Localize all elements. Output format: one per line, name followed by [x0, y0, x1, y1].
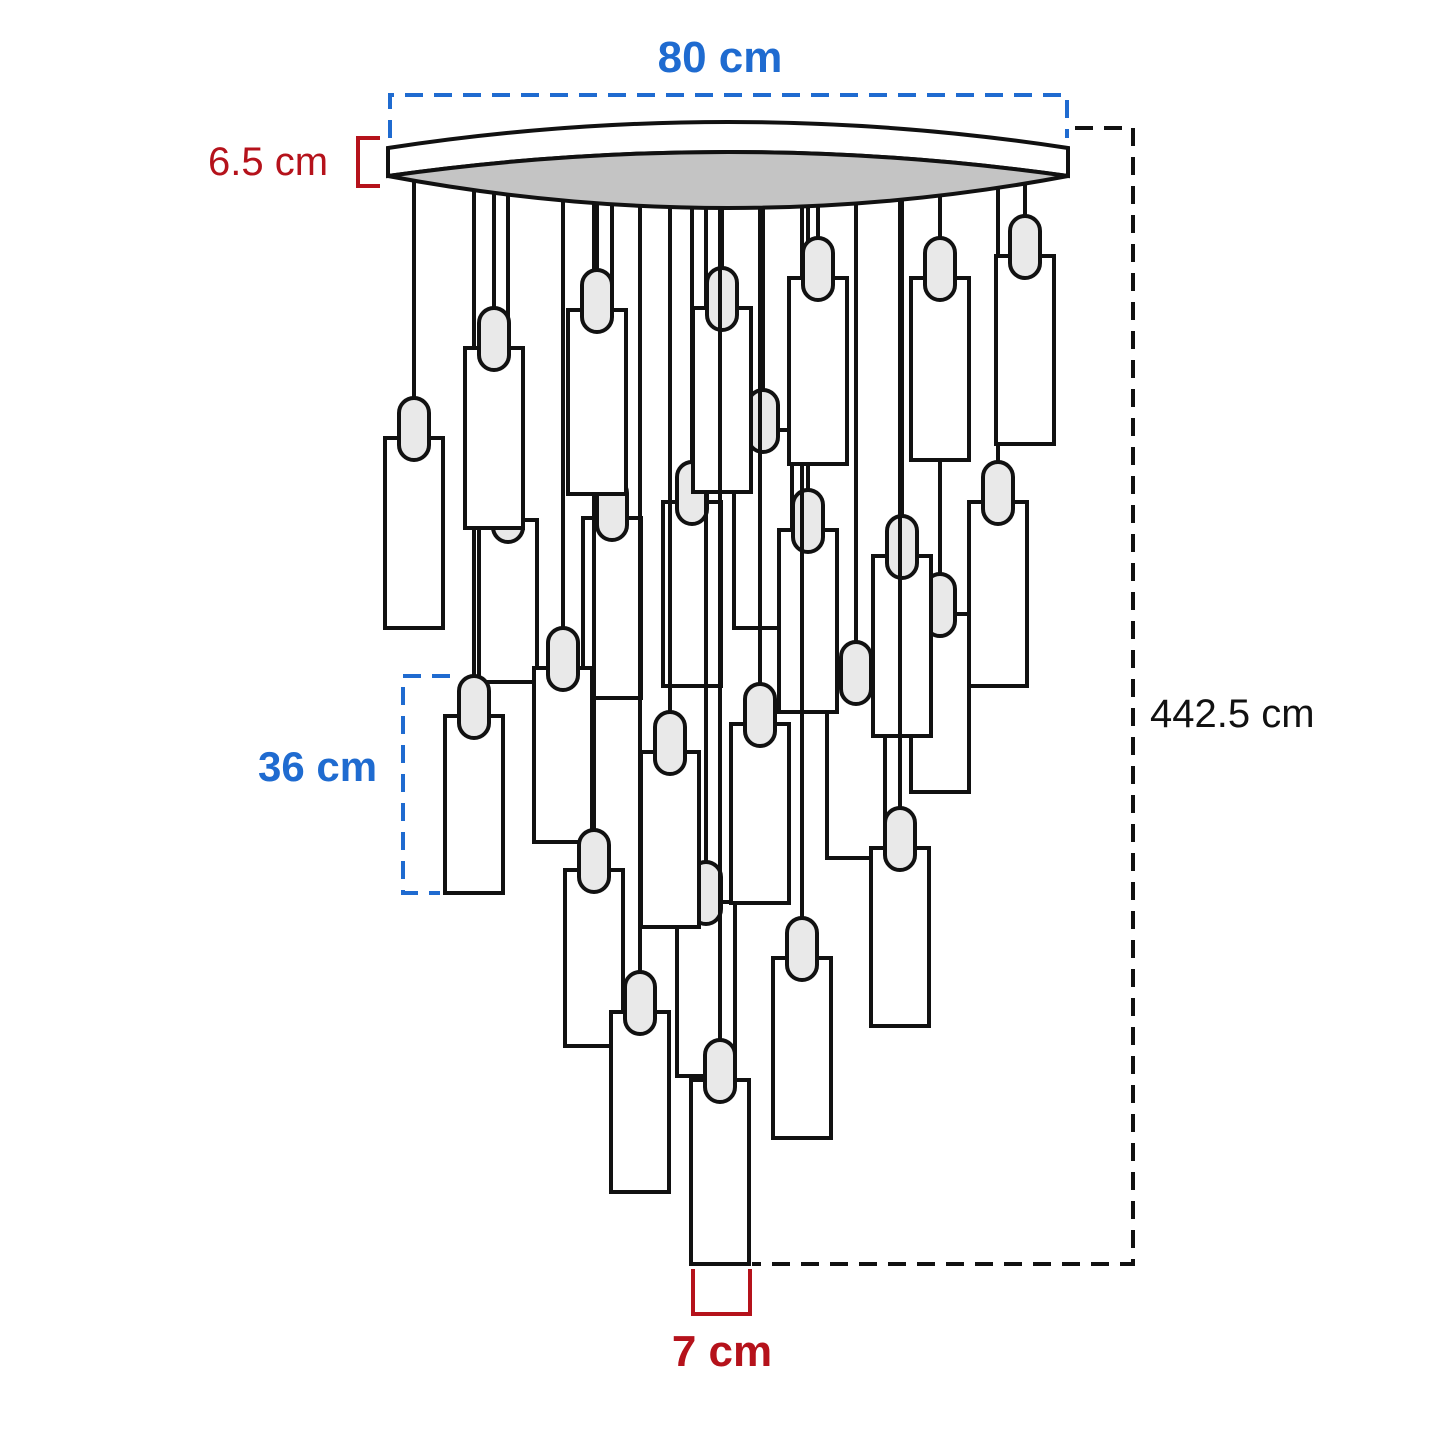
pendant-shade — [777, 528, 839, 714]
pendant-socket — [981, 460, 1015, 526]
pendant-lamp — [689, 184, 751, 1266]
pendant-socket — [785, 916, 819, 982]
pendant-lamp — [566, 175, 628, 496]
pendant-socket — [457, 674, 491, 740]
pendant-shade — [967, 500, 1029, 688]
canopy-width-label: 80 cm — [657, 33, 783, 82]
canopy-thickness-label: 6.5 cm — [208, 140, 329, 184]
pendant-shade — [869, 846, 931, 1028]
height-dimension-bracket — [752, 126, 1135, 1266]
pendant-socket — [801, 236, 835, 302]
pendant-shade — [661, 500, 723, 688]
pendant-socket — [839, 640, 873, 706]
pendant-lamp — [869, 182, 931, 1028]
pendant-socket — [743, 682, 777, 748]
pendant-lamp — [443, 188, 505, 895]
pendant-socket — [580, 268, 614, 334]
pendant-lamp — [532, 182, 594, 844]
pendant-shade — [532, 666, 594, 844]
pendant-shade — [729, 722, 791, 905]
dimension-lines — [356, 93, 1135, 1316]
pendant-socket — [923, 236, 957, 302]
pendant-socket — [546, 626, 580, 692]
pendant-socket — [577, 828, 611, 894]
total-height-label: 442.5 cm — [1150, 692, 1315, 736]
pendant-shade — [383, 436, 445, 630]
pendant-shade — [477, 518, 539, 684]
pendant-lamp — [967, 182, 1029, 688]
pendant-shade — [689, 1078, 751, 1266]
pendant-lamp — [787, 175, 849, 466]
pendant-shade — [787, 276, 849, 466]
pendant-socket — [397, 396, 431, 462]
canopy-underside — [387, 150, 1069, 210]
pendant-length-label: 36 cm — [258, 743, 378, 790]
pendant-length-dimension-bracket — [401, 674, 450, 895]
pendant-shade — [463, 346, 525, 530]
pendant-socket — [703, 1038, 737, 1104]
pendant-group — [383, 172, 1056, 1266]
pendant-lamp — [609, 182, 671, 1194]
pendant-diameter-dimension-bracket — [691, 1269, 752, 1316]
thickness-dimension-bracket — [356, 136, 380, 188]
pendant-socket — [883, 806, 917, 872]
pendant-socket — [791, 488, 825, 554]
pendant-shade — [994, 254, 1056, 446]
pendant-shade — [909, 276, 971, 462]
pendant-diameter-label: 7 cm — [671, 1327, 773, 1376]
pendant-shade — [609, 1010, 671, 1194]
pendant-shade — [771, 956, 833, 1140]
pendant-lamp — [994, 182, 1056, 446]
width-dimension-bracket — [388, 93, 1069, 138]
pendant-socket — [1008, 214, 1042, 280]
pendant-shade — [566, 308, 628, 496]
pendant-lamp — [563, 185, 625, 1048]
pendant-socket — [477, 306, 511, 372]
pendant-shade — [639, 750, 701, 929]
pendant-shade — [443, 714, 505, 895]
pendant-lamp — [383, 182, 445, 630]
pendant-socket — [653, 710, 687, 776]
pendant-lamp — [639, 172, 701, 929]
canopy — [386, 120, 1070, 210]
pendant-lamp — [729, 180, 791, 905]
pendant-socket — [623, 970, 657, 1036]
pendant-lamp — [909, 183, 971, 462]
pendant-lamp — [463, 182, 525, 530]
